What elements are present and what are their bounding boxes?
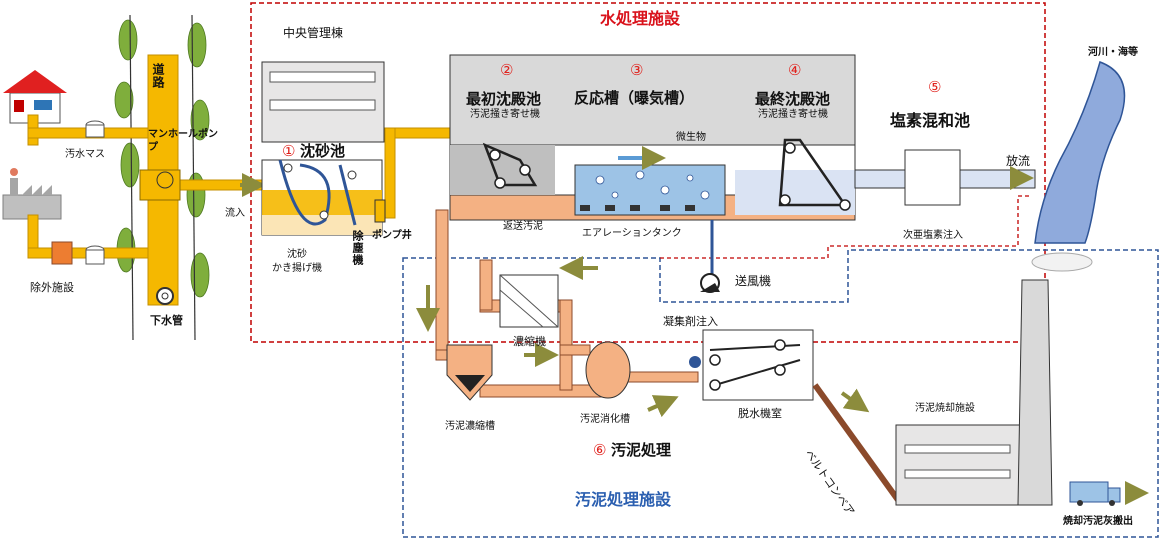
primary-sub-label: 汚泥掻き寄せ機 <box>470 109 540 120</box>
chimney <box>1017 279 1053 506</box>
grit-chamber-label: 沈砂池 <box>300 142 346 160</box>
truck-icon <box>1069 481 1121 506</box>
sewage-box-label: 汚水マス <box>65 149 105 160</box>
primary-number: ② <box>500 61 514 79</box>
sludge-facility-title: 汚泥処理施設 <box>575 490 672 509</box>
coagulant-label: 凝集剤注入 <box>663 315 718 328</box>
road-label: 道路 <box>151 63 165 89</box>
digester <box>585 341 631 399</box>
water-facility-frame <box>250 2 1046 343</box>
primary-label: 最初沈殿池 <box>466 90 542 108</box>
sewage-box-icon <box>85 120 105 265</box>
screen-label: 除塵機 <box>351 230 364 266</box>
water-treatment-building <box>449 54 856 146</box>
ash-out-label: 焼却汚泥灰搬出 <box>1063 516 1133 527</box>
incinerator-label: 汚泥焼却施設 <box>915 403 975 414</box>
final-number: ④ <box>788 61 802 79</box>
blower-icon <box>700 220 720 293</box>
return-sludge-label: 返送汚泥 <box>503 221 543 232</box>
dewatering-room <box>702 329 814 401</box>
pretreatment-label: 除外施設 <box>30 281 74 294</box>
pretreatment-unit <box>51 241 73 265</box>
discharge-label: 放流 <box>1006 154 1031 168</box>
sludge-treatment-label: 汚泥処理 <box>611 441 672 459</box>
chlorine-label: 塩素混和池 <box>890 111 971 130</box>
thickener-label: 濃縮機 <box>513 335 546 348</box>
gravity-thickener-label: 汚泥濃縮槽 <box>445 421 495 432</box>
inflow-label: 流入 <box>225 208 245 219</box>
sludge-number: ⑥ <box>593 441 607 459</box>
river-label: 河川・海等 <box>1088 47 1138 58</box>
digester-label: 汚泥消化槽 <box>580 414 630 425</box>
water-facility-title: 水処理施設 <box>600 9 681 28</box>
final-sub-label: 汚泥掻き寄せ機 <box>758 109 828 120</box>
central-building-label: 中央管理棟 <box>283 26 344 40</box>
belt-conveyor <box>812 383 901 502</box>
blower-duct-frame <box>660 195 1030 259</box>
grit-lift-label: 沈砂 かき揚げ機 <box>272 249 322 274</box>
hypochlorite-label: 次亜塩素注入 <box>903 230 963 241</box>
dewatering-label: 脱水機室 <box>738 407 782 420</box>
smoke-icon <box>1031 252 1093 272</box>
aeration-tank-label: エアレーションタンク <box>582 228 682 239</box>
incinerator-building <box>895 424 1022 506</box>
chlorine-number: ⑤ <box>928 78 942 96</box>
river <box>1034 61 1126 244</box>
reactor-number: ③ <box>630 61 644 79</box>
grit-chamber-number: ① <box>282 142 296 160</box>
blower-label: 送風機 <box>735 274 772 288</box>
factory-icon <box>2 168 62 220</box>
final-label: 最終沈殿池 <box>755 90 831 108</box>
reactor-label: 反応槽（曝気槽） <box>574 89 695 107</box>
sludge-facility-frame <box>402 249 1159 538</box>
manhole-pump-label: マンホールポンプ <box>148 129 218 153</box>
gravity-thickener <box>446 344 493 401</box>
microbes-label: 微生物 <box>676 132 706 143</box>
sewer-pipe-label: 下水管 <box>150 314 183 327</box>
pump-well-label: ポンプ井 <box>372 230 412 241</box>
